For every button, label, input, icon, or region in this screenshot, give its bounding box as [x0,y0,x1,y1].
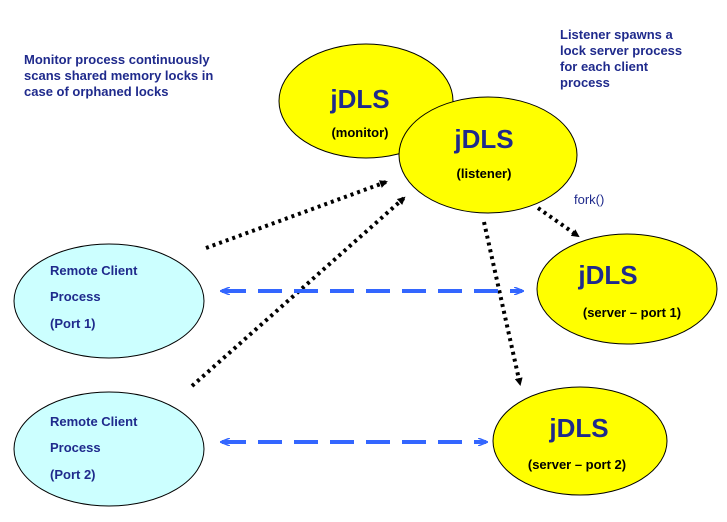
jdls-listener-node: jDLS (listener) [398,96,578,214]
jdls-server-port1-node: jDLS (server – port 1) [536,233,718,345]
listener-note-line: for each client [560,59,649,74]
remote-client-2-line: Remote Client [50,414,138,429]
listener-note-line: lock server process [560,43,683,58]
client1-to-listener-arrow [205,180,388,250]
jdls-server-port2-ellipse [492,386,668,496]
remote-client-1-line: (Port 1) [50,316,96,331]
monitor-note-line: case of orphaned locks [24,84,169,99]
fork-label: fork() [574,192,604,207]
listener-note: Listener spawns a lock server process fo… [560,27,682,91]
listener-to-server2-arrow [482,221,523,386]
remote-client-2-ellipse [13,391,205,507]
jdls-server-port2-subtitle: (server – port 2) [528,457,626,472]
jdls-server-port2-title: jDLS [548,413,608,443]
remote-client-1-line: Remote Client [50,263,138,278]
jdls-server-port1-ellipse [536,233,718,345]
jdls-monitor-title: jDLS [329,84,389,114]
jdls-server-port1-title: jDLS [577,260,637,290]
remote-client-1-line: Process [50,289,101,304]
jdls-listener-subtitle: (listener) [457,166,512,181]
jdls-listener-title: jDLS [453,124,513,154]
monitor-note-line: Monitor process continuously [24,52,210,67]
monitor-note-line: scans shared memory locks in [24,68,214,83]
listener-note-line: process [560,75,610,90]
remote-client-1-node: Remote Client Process (Port 1) [13,243,205,359]
jdls-monitor-subtitle: (monitor) [331,125,388,140]
remote-client-2-node: Remote Client Process (Port 2) [13,391,205,507]
remote-client-1-ellipse [13,243,205,359]
jdls-server-port2-node: jDLS (server – port 2) [492,386,668,496]
remote-client-2-line: (Port 2) [50,467,96,482]
listener-note-line: Listener spawns a [560,27,673,42]
remote-client-2-line: Process [50,440,101,455]
jdls-listener-ellipse [398,96,578,214]
monitor-note: Monitor process continuously scans share… [24,52,213,100]
listener-to-server1-fork-arrow [536,206,580,238]
jdls-server-port1-subtitle: (server – port 1) [583,305,681,320]
